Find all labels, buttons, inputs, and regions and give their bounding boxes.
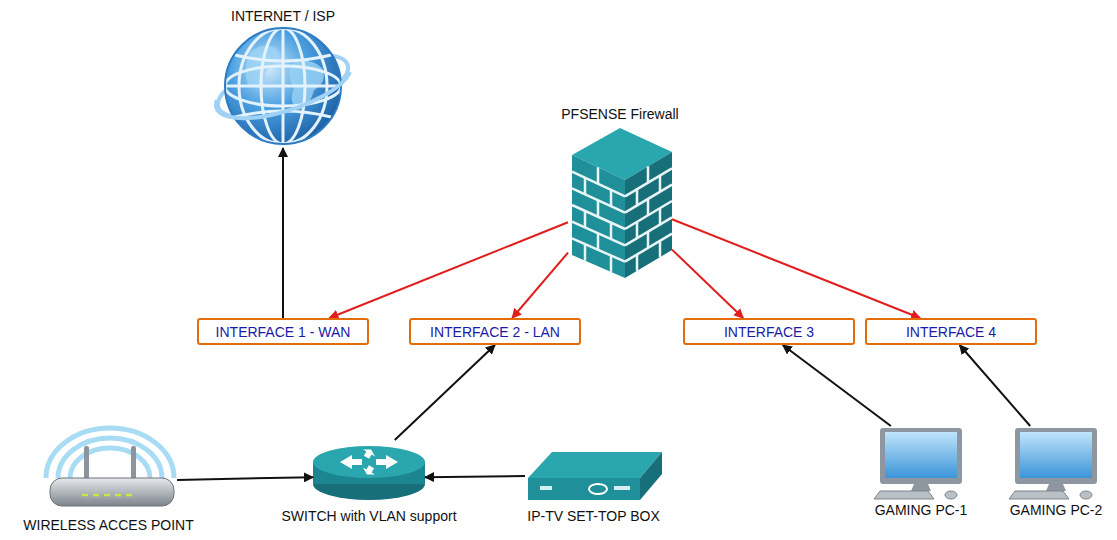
firewall-icon [572,128,672,278]
connector-arrow [672,250,743,318]
connector-arrow [512,253,568,318]
device-label: GAMING PC-2 [1010,502,1103,518]
globe-icon [211,28,355,144]
cloud-node: INTERNET / ISP [215,6,351,148]
pc-node: GAMING PC-1 [878,426,964,498]
connector-arrow [425,476,525,477]
interface-label: INTERFACE 4 [906,324,996,340]
device-label: IP-TV SET-TOP BOX [527,508,660,524]
device-label: GAMING PC-1 [875,502,968,518]
set-top-box-icon [528,452,662,500]
access-point-node: WIRELESS ACCES POINT [40,440,177,510]
interface-label: INTERFACE 3 [724,324,814,340]
access-point-icon [46,428,174,506]
device-label: PFSENSE Firewall [561,106,678,122]
connector-arrow [395,345,495,440]
interface-label: INTERFACE 2 - LAN [430,324,560,340]
firewall-node: PFSENSE Firewall [568,128,672,280]
interface-box: INTERFACE 1 - WAN [197,318,369,345]
device-label: INTERNET / ISP [231,8,335,24]
interface-box: INTERFACE 3 [683,318,855,345]
set-top-box-node: IP-TV SET-TOP BOX [525,450,662,502]
interface-box: INTERFACE 2 - LAN [409,318,581,345]
device-label: SWITCH with VLAN support [281,508,456,524]
switch-node: SWITCH with VLAN support [313,440,425,502]
interface-label: INTERFACE 1 - WAN [216,324,351,340]
connector-arrow [329,222,568,318]
interface-box: INTERFACE 4 [865,318,1037,345]
switch-icon [313,446,425,500]
pc-node: GAMING PC-2 [1013,426,1099,498]
device-label: WIRELESS ACCES POINT [23,517,193,533]
connector-arrow [783,345,891,426]
pc-icon [874,428,962,499]
connector-arrow [960,345,1031,426]
connector-arrow [282,148,284,318]
connector-arrow [177,477,313,480]
connector-arrow [672,219,920,318]
